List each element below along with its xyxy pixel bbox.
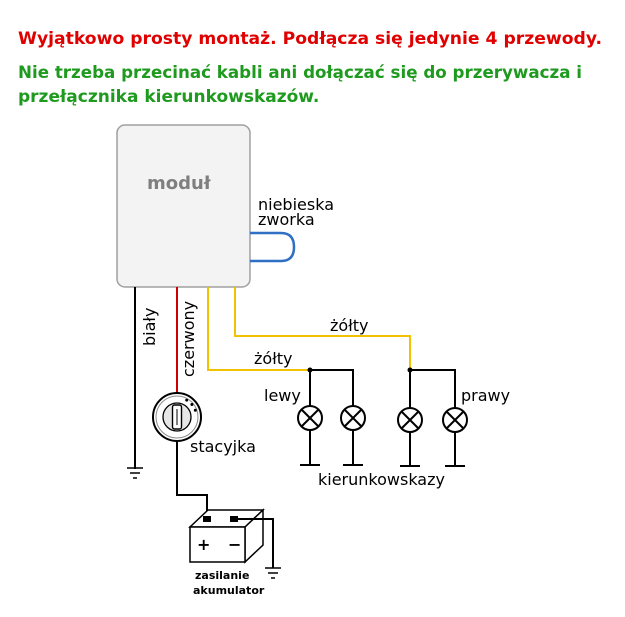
ground-icon [265,567,281,579]
left-indicator-label: lewy [264,386,301,405]
battery-plus-sign: + [197,535,210,554]
indicator-lamp-icon [442,407,468,433]
white-wire-label: biały [140,308,159,346]
yellow-wire-left-label: żółty [254,349,292,368]
jumper-label-line-2: zworka [258,210,315,229]
indicator-lamp-icon [297,405,323,431]
ignition-switch-icon [152,392,202,442]
ignition-position-mark [193,408,197,412]
battery-label-line-1: zasilanie [195,569,249,582]
battery-label-line-2: akumulator [193,584,265,597]
right-indicator-group: prawy [397,367,510,467]
module-box [116,124,251,288]
lamp-cross [300,408,320,428]
wires: biały czerwony żółty żółty [134,287,411,469]
yellow-wire-right [234,287,411,371]
battery-minus-terminal [230,516,238,522]
ground-icon [300,430,320,466]
lamp-cross [445,410,465,430]
ground-icon [445,432,465,467]
indicator-lamp-icon [397,407,423,433]
subtitle-line-2: przełącznika kierunkowskazów. [18,87,319,107]
jumper-label-line-1: niebieska [258,195,334,214]
left-indicator-group: lewy [264,367,366,466]
right-indicator-label: prawy [461,386,510,405]
module-label: moduł [147,173,212,194]
right-indicator-bus [409,369,456,408]
header: Wyjątkowo prosty montaż. Podłącza się je… [18,29,602,107]
battery-front-face [189,526,246,563]
ground-icon [400,432,420,467]
ignition-to-battery-wire [176,441,208,517]
yellow-wire-right-label: żółty [330,316,368,335]
indicators-group-label: kierunkowskazy [318,470,445,489]
lamp-cross [400,410,420,430]
ignition-position-mark [185,398,189,402]
ground-icon [343,430,363,466]
battery-icon: + − [188,508,265,564]
junction-dot-right [407,367,413,373]
blue-jumper-loop [250,231,296,263]
ground-icon [127,467,143,479]
ignition-bezel-inner-ring [155,395,199,439]
red-wire-label: czerwony [179,301,198,377]
battery-plus-terminal [203,516,211,522]
ignition-position-mark [190,403,194,406]
subtitle-line-1: Nie trzeba przecinać kabli ani dołączać … [18,63,582,83]
indicator-lamp-icon [340,405,366,431]
ignition-label: stacyjka [190,437,256,456]
yellow-wire-left [207,287,311,371]
title-text: Wyjątkowo prosty montaż. Podłącza się je… [18,29,602,49]
left-indicator-bus [309,369,354,406]
module: moduł [116,124,251,288]
blue-jumper: niebieska zworka [250,195,334,263]
junction-dot-left [307,367,313,373]
battery-minus-sign: − [228,535,241,554]
lamp-cross [343,408,363,428]
battery-ground-wire [238,518,274,568]
